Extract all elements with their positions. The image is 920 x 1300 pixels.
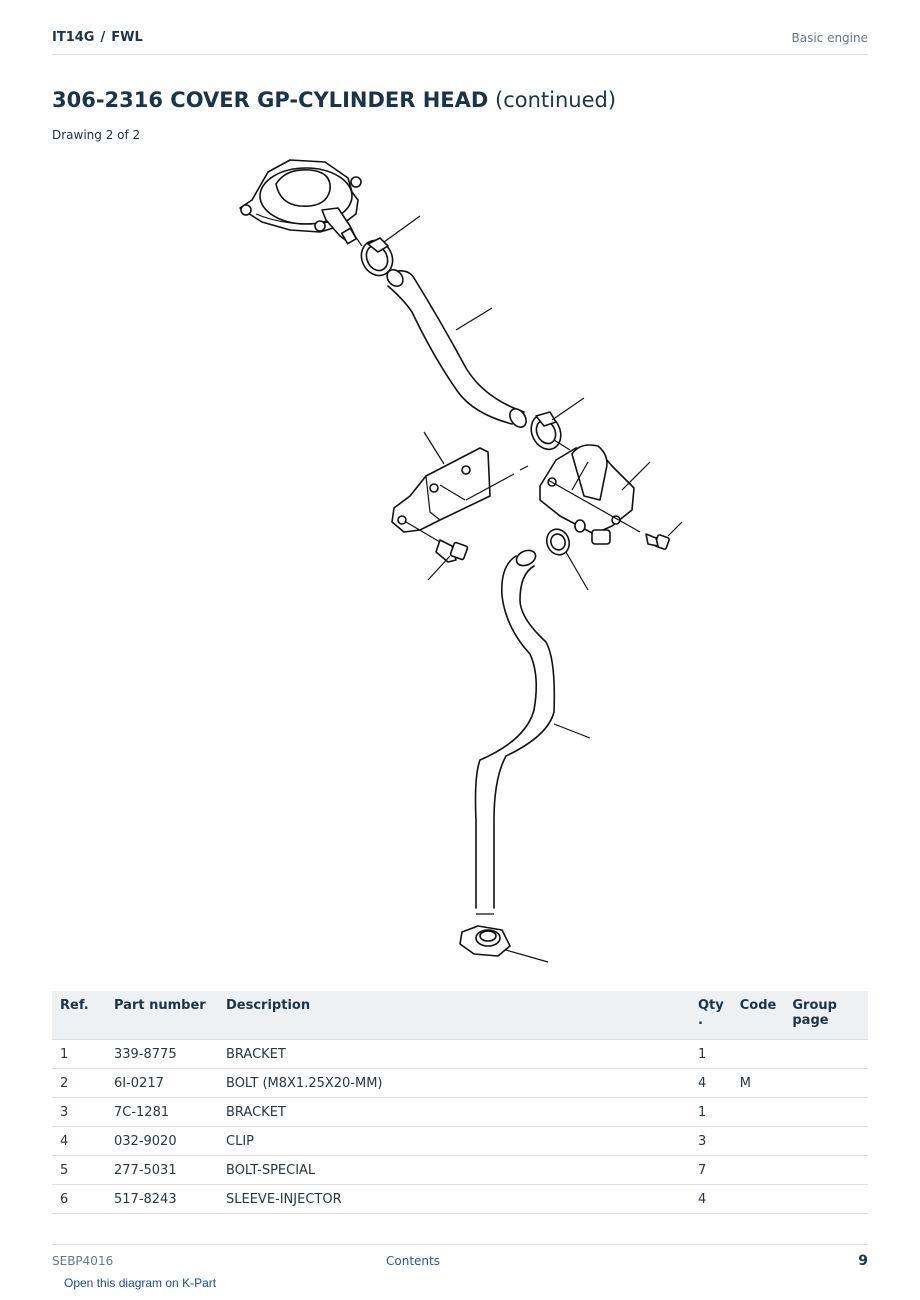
parts-table: Ref. Part number Description Qty . Code …: [52, 991, 868, 1214]
table-row: 1 339-8775 BRACKET 1: [52, 1039, 868, 1069]
cell-part-number: 7C-1281: [106, 1097, 218, 1127]
injector-sleeve-part: [459, 913, 549, 963]
cell-group-page: [784, 1068, 868, 1098]
upper-hose: [386, 268, 527, 428]
cell-part-number: 6I-0217: [106, 1068, 218, 1098]
page-footer: SEBP4016 Contents 9: [52, 1244, 868, 1275]
table-row: 5 277-5031 BOLT-SPECIAL 7: [52, 1155, 868, 1185]
cell-qty: 1: [690, 1039, 732, 1069]
cell-description: CLIP: [218, 1126, 690, 1156]
cell-qty: 7: [690, 1155, 732, 1185]
cell-ref: 2: [52, 1068, 106, 1098]
title-suffix: (continued): [495, 88, 617, 112]
col-description: Description: [218, 991, 690, 1040]
cell-description: BRACKET: [218, 1039, 690, 1069]
cell-part-number: 339-8775: [106, 1039, 218, 1069]
cylinder-head-cover-part: [239, 159, 362, 245]
cell-description: SLEEVE-INJECTOR: [218, 1184, 690, 1214]
cell-code: [731, 1184, 785, 1214]
cell-ref: 5: [52, 1155, 106, 1185]
model-label: IT14G: [52, 30, 95, 45]
cell-part-number: 032-9020: [106, 1126, 218, 1156]
section-name: Basic engine: [791, 31, 868, 45]
breadcrumb: IT14G / FWL: [52, 30, 143, 45]
page-title: 306-2316 COVER GP-CYLINDER HEAD (continu…: [52, 88, 616, 112]
cell-ref: 1: [52, 1039, 106, 1069]
cell-description: BOLT-SPECIAL: [218, 1155, 690, 1185]
hose-clamp-middle: [530, 397, 585, 451]
cell-code: M: [731, 1068, 785, 1098]
parts-diagram[interactable]: [0, 140, 920, 980]
col-qty: Qty .: [690, 991, 732, 1040]
page-header: IT14G / FWL Basic engine: [52, 22, 868, 55]
bolt-left: [405, 521, 469, 581]
table-row: 3 7C-1281 BRACKET 1: [52, 1097, 868, 1127]
table-row: 6 517-8243 SLEEVE-INJECTOR 4: [52, 1184, 868, 1214]
cell-code: [731, 1039, 785, 1069]
cell-group-page: [784, 1039, 868, 1069]
bracket-right-part: [539, 444, 651, 545]
table-row: 2 6I-0217 BOLT (M8X1.25X20-MM) 4 M: [52, 1068, 868, 1098]
hose-clamp-lower: [545, 519, 589, 591]
bolt-right: [645, 521, 683, 550]
cell-description: BRACKET: [218, 1097, 690, 1127]
breadcrumb-separator: /: [100, 30, 106, 45]
document-number: SEBP4016: [52, 1254, 114, 1268]
cell-code: [731, 1097, 785, 1127]
cell-ref: 6: [52, 1184, 106, 1214]
cell-code: [731, 1155, 785, 1185]
hose-clamp-upper: [354, 215, 421, 277]
cell-code: [731, 1126, 785, 1156]
cell-group-page: [784, 1155, 868, 1185]
contents-link[interactable]: Contents: [386, 1254, 440, 1268]
cell-qty: 1: [690, 1097, 732, 1127]
cell-ref: 3: [52, 1097, 106, 1127]
cell-part-number: 517-8243: [106, 1184, 218, 1214]
table-header-row: Ref. Part number Description Qty . Code …: [52, 991, 868, 1040]
cell-group-page: [784, 1184, 868, 1214]
table-row: 4 032-9020 CLIP 3: [52, 1126, 868, 1156]
col-code: Code: [731, 991, 785, 1040]
cell-qty: 3: [690, 1126, 732, 1156]
cell-ref: 4: [52, 1126, 106, 1156]
cell-qty: 4: [690, 1184, 732, 1214]
serial-prefix-label: FWL: [111, 30, 143, 45]
cell-description: BOLT (M8X1.25X20-MM): [218, 1068, 690, 1098]
drawing-counter: Drawing 2 of 2: [52, 128, 141, 142]
cell-group-page: [784, 1126, 868, 1156]
title-main: 306-2316 COVER GP-CYLINDER HEAD: [52, 88, 489, 112]
cell-part-number: 277-5031: [106, 1155, 218, 1185]
col-ref: Ref.: [52, 991, 106, 1040]
cell-group-page: [784, 1097, 868, 1127]
col-part-number: Part number: [106, 991, 218, 1040]
page-number: 9: [858, 1253, 868, 1269]
cell-qty: 4: [690, 1068, 732, 1098]
open-in-kpart-link[interactable]: Open this diagram on K-Part: [64, 1276, 217, 1290]
lower-tube: [474, 549, 591, 909]
col-group-page: Group page: [784, 991, 868, 1040]
bracket-left-part: [391, 431, 529, 533]
